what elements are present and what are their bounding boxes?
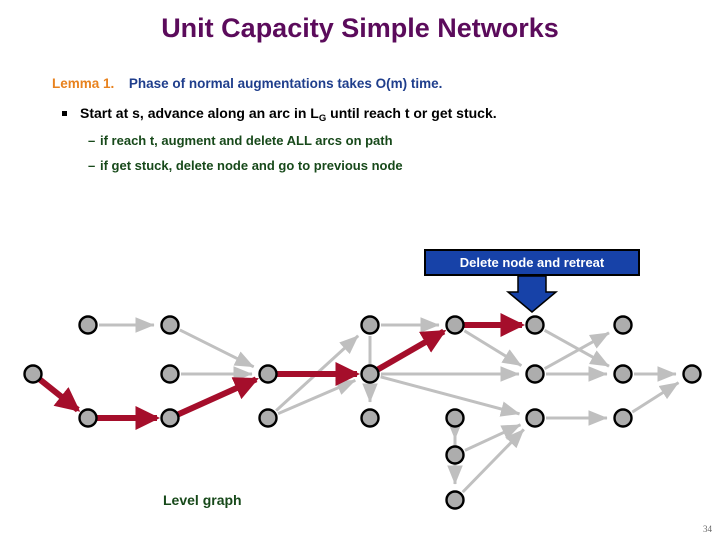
graph-node [525, 408, 545, 428]
graph-edge [631, 381, 680, 414]
graph-node [445, 315, 465, 335]
graph-node [360, 364, 380, 384]
graph-node [445, 408, 465, 428]
graph-node [525, 315, 545, 335]
graph-node [160, 315, 180, 335]
bullet-main-text-after: until reach t or get stuck. [326, 105, 497, 121]
dash-marker-icon: – [88, 158, 96, 173]
sub-bullet-2-text: if get stuck, delete node and go to prev… [100, 158, 403, 173]
bullet-main-subscript: G [318, 113, 327, 124]
page-title: Unit Capacity Simple Networks [161, 13, 559, 43]
graph-node [258, 408, 278, 428]
graph-node [23, 364, 43, 384]
graph-edge [463, 329, 523, 367]
lemma-label: Lemma 1. [52, 76, 115, 91]
graph-node [613, 315, 633, 335]
graph-augmenting-path-layer [37, 312, 526, 430]
callout-down-arrow-icon [505, 275, 559, 313]
graph-edge [461, 428, 525, 494]
bullet-main-text-before: Start at s, advance along an arc in L [80, 105, 319, 121]
graph-node [78, 408, 98, 428]
graph-node [682, 364, 702, 384]
graph-node [160, 364, 180, 384]
graph-node [258, 364, 278, 384]
lemma-statement: Phase of normal augmentations takes O(m)… [128, 76, 443, 91]
augmenting-path-edge [375, 328, 447, 373]
page-number: 34 [703, 524, 712, 534]
dash-marker-icon: – [88, 133, 96, 148]
graph-edge [464, 423, 522, 452]
graph-edge [543, 329, 610, 368]
graph-node [360, 315, 380, 335]
bullet-main: Start at s, advance along an arc in LG u… [62, 105, 497, 124]
level-graph-caption: Level graph [163, 492, 242, 508]
graph-node [445, 445, 465, 465]
graph-edge [543, 331, 610, 370]
square-bullet-icon [62, 111, 67, 116]
graph-node [360, 408, 380, 428]
graph-edge [380, 375, 521, 417]
graph-node [525, 364, 545, 384]
callout-box-delete-node-and-retreat: Delete node and retreat [424, 249, 640, 276]
graph-node-layer [23, 315, 702, 510]
graph-node [613, 408, 633, 428]
graph-node [445, 490, 465, 510]
graph-node [613, 364, 633, 384]
graph-node [78, 315, 98, 335]
augmenting-path-edge [176, 376, 259, 418]
augmenting-path-edge [37, 376, 81, 413]
lemma-line: Lemma 1. Phase of normal augmentations t… [52, 76, 442, 91]
sub-bullet-1-text: if reach t, augment and delete ALL arcs … [100, 133, 393, 148]
graph-edge [179, 328, 255, 369]
sub-bullet-2: –if get stuck, delete node and go to pre… [88, 158, 403, 173]
graph-node [160, 408, 180, 428]
graph-edge-layer [99, 317, 680, 494]
sub-bullet-1: –if reach t, augment and delete ALL arcs… [88, 133, 393, 148]
